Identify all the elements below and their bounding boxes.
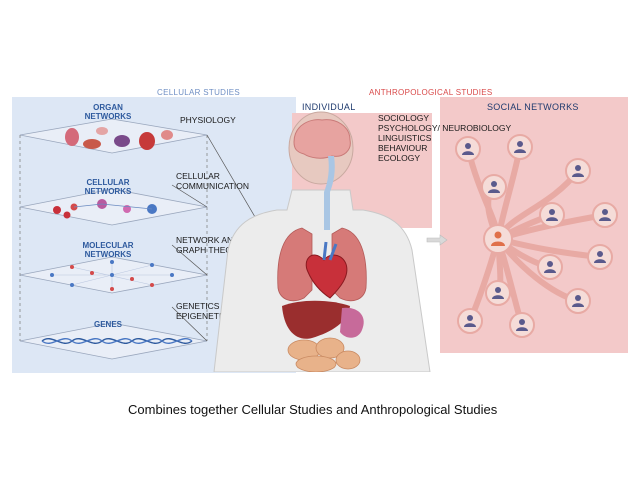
person-node xyxy=(539,202,565,228)
human-body-illustration xyxy=(213,111,431,372)
organ-icons xyxy=(65,127,173,150)
sociology-label: SOCIOLOGY xyxy=(378,113,430,123)
social-networks-header: SOCIAL NETWORKS xyxy=(487,102,579,112)
linguistics-label: LINGUISTICS xyxy=(378,133,432,143)
physiology-label: PHYSIOLOGY xyxy=(180,115,236,125)
liver xyxy=(282,300,350,339)
person-node xyxy=(537,254,563,280)
center-person-node xyxy=(483,224,513,254)
organ-plane xyxy=(19,118,208,154)
person-node xyxy=(507,134,533,160)
person-node xyxy=(565,158,591,184)
individual-header: INDIVIDUAL xyxy=(302,102,356,112)
social-network-graph xyxy=(455,134,618,338)
person-nodes xyxy=(455,134,618,338)
ecology-label: ECOLOGY xyxy=(378,153,421,163)
heart xyxy=(305,254,348,299)
psychology-label: PSYCHOLOGY/ NEUROBIOLOGY xyxy=(378,123,512,133)
airway xyxy=(324,156,335,230)
intestines xyxy=(287,337,361,372)
left-lung xyxy=(277,227,313,302)
arrow-icon xyxy=(426,234,448,246)
dna-helix xyxy=(41,338,193,344)
genes-label: GENES xyxy=(93,320,122,329)
caption: Combines together Cellular Studies and A… xyxy=(128,402,498,417)
person-node xyxy=(455,136,481,162)
anthro-labels: SOCIOLOGY PSYCHOLOGY/ NEUROBIOLOGY LINGU… xyxy=(378,113,511,163)
molecular-nodes xyxy=(50,260,174,291)
network-layers-illustration xyxy=(19,118,296,360)
person-node xyxy=(509,312,535,338)
anthropological-studies-header: ANTHROPOLOGICAL STUDIES xyxy=(369,88,493,97)
person-node xyxy=(592,202,618,228)
person-node xyxy=(457,308,483,334)
cellular-studies-header: CELLULAR STUDIES xyxy=(157,88,241,97)
brain xyxy=(293,119,351,159)
behaviour-label: BEHAVIOUR xyxy=(378,143,428,153)
person-node xyxy=(481,174,507,200)
person-node xyxy=(587,244,613,270)
stomach xyxy=(340,307,364,338)
person-node xyxy=(565,288,591,314)
person-node xyxy=(485,280,511,306)
cell-icons xyxy=(53,199,157,219)
